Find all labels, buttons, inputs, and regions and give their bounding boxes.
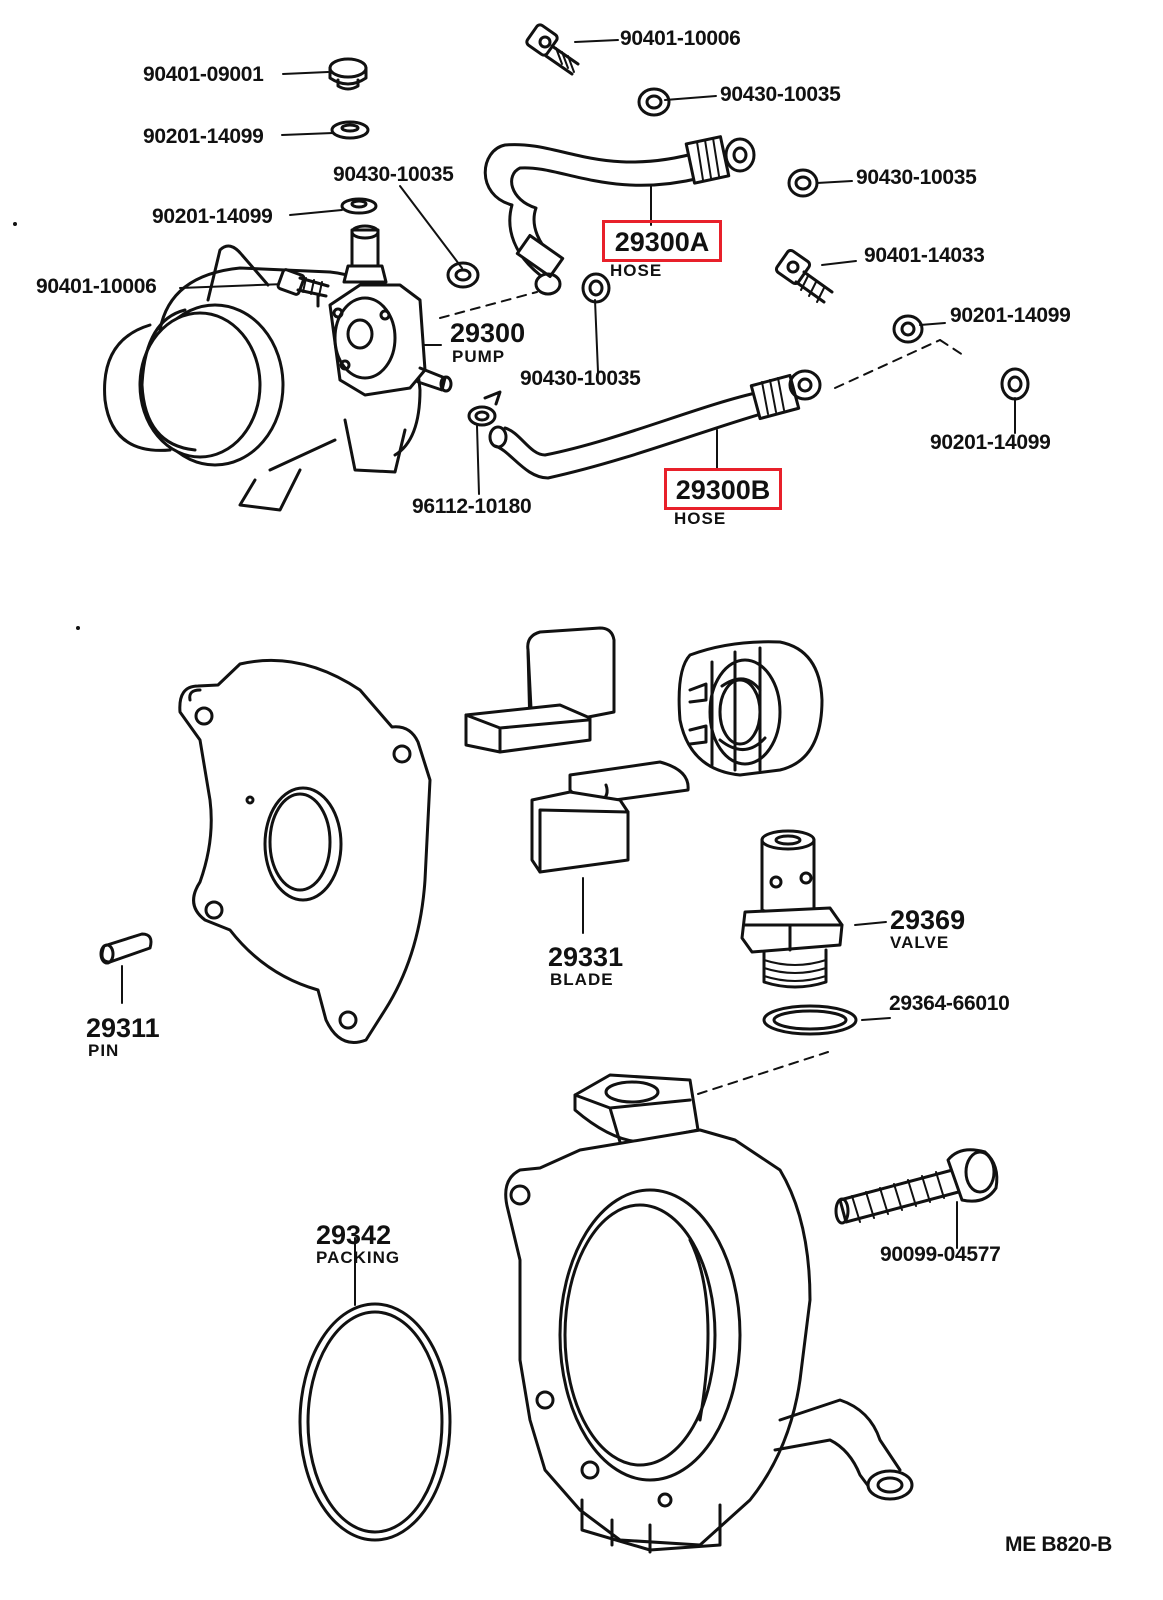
- label-pin: 29311: [86, 1013, 160, 1043]
- label-hose-b: 29300B: [675, 475, 771, 505]
- assembly-dashes: [439, 291, 964, 1095]
- label-hose-a-name: HOSE: [610, 261, 663, 280]
- footer-code: ME B820-B: [1005, 1533, 1112, 1556]
- label-washer-3: 90201-14099: [950, 304, 1071, 327]
- label-plug: 90401-09001: [143, 63, 264, 86]
- label-gasket-center: 90430-10035: [520, 367, 641, 390]
- label-packing-name: PACKING: [316, 1248, 401, 1267]
- label-bolt-top: 90401-10006: [620, 27, 741, 50]
- label-packing: 29342: [316, 1220, 392, 1250]
- label-washer-2: 90201-14099: [152, 205, 273, 228]
- dowel-pin: [99, 932, 153, 965]
- label-washer-1: 90201-14099: [143, 125, 264, 148]
- washer-3: [892, 314, 924, 344]
- label-bolt-left: 90401-10006: [36, 275, 157, 298]
- housing-bolt: [834, 1148, 999, 1225]
- label-union-bolt: 90401-14033: [864, 244, 985, 267]
- packing-ring: [298, 1302, 452, 1542]
- rotor: [677, 640, 824, 777]
- hose-a-drawing: [483, 135, 756, 296]
- gasket-left: [446, 261, 480, 289]
- highlight-hose-a: 29300A: [602, 220, 722, 262]
- label-gasket-top: 90430-10035: [720, 83, 841, 106]
- label-hose-b-name: HOSE: [674, 509, 727, 528]
- cover-plate: [178, 658, 432, 1044]
- label-gasket-left: 90430-10035: [333, 163, 454, 186]
- label-pump-name: PUMP: [452, 347, 506, 366]
- plug: [328, 57, 368, 91]
- label-washer-4: 90201-14099: [930, 431, 1051, 454]
- gasket-center: [581, 272, 611, 304]
- label-hose-a: 29300A: [614, 227, 710, 257]
- union-bolt-top: [525, 23, 580, 76]
- check-valve: [740, 829, 844, 989]
- gasket-right-top: [787, 168, 819, 198]
- blades: [464, 626, 690, 874]
- alternator-pump-assembly: [103, 224, 453, 512]
- label-gasket-valve: 29364-66010: [889, 992, 1010, 1015]
- washer-2: [340, 197, 378, 215]
- hose-clamp: [467, 390, 502, 427]
- hose-b-drawing: [488, 369, 822, 480]
- label-pin-name: PIN: [88, 1041, 120, 1060]
- label-blade-name: BLADE: [550, 970, 614, 989]
- label-clamp: 96112-10180: [412, 495, 532, 518]
- pump-housing: [504, 1073, 914, 1554]
- label-pump: 29300: [450, 318, 526, 348]
- valve-gasket: [762, 1004, 858, 1036]
- washer-4: [1000, 367, 1030, 401]
- label-blade: 29331: [548, 942, 624, 972]
- union-bolt-right: [774, 248, 834, 304]
- washer-1: [330, 120, 370, 140]
- label-valve: 29369: [890, 905, 966, 935]
- label-gasket-right-top: 90430-10035: [856, 166, 977, 189]
- highlight-hose-b: 29300B: [664, 468, 782, 510]
- label-bolt-housing: 90099-04577: [880, 1243, 1001, 1266]
- gasket-top: [637, 87, 671, 117]
- label-valve-name: VALVE: [890, 933, 950, 952]
